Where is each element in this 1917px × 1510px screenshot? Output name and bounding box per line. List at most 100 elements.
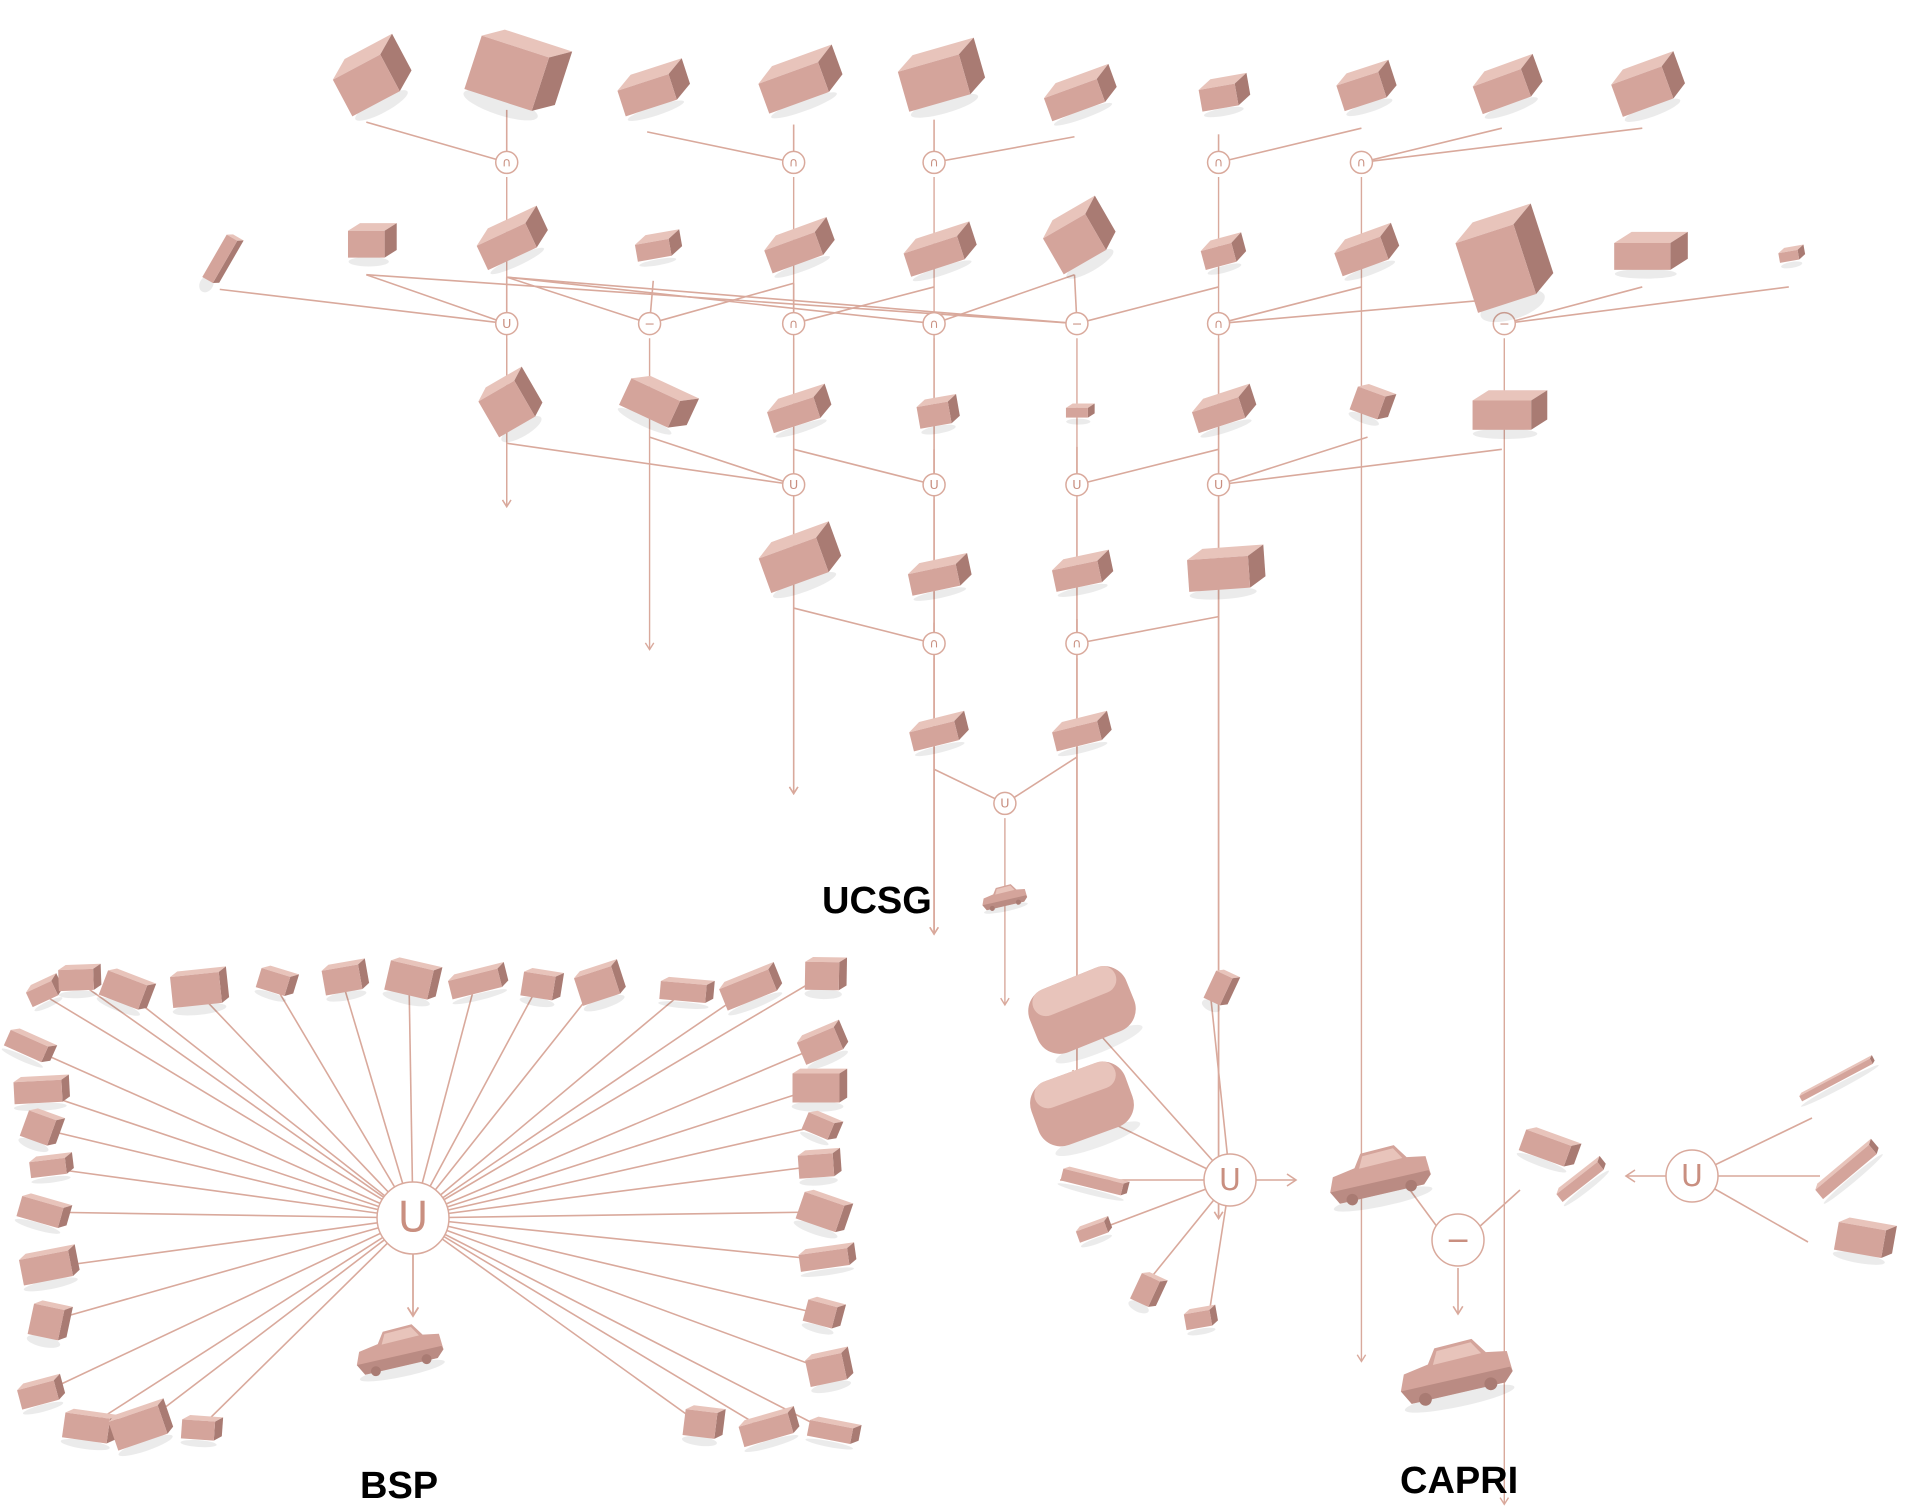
car-shadow [359, 1359, 445, 1382]
primitive-front [916, 401, 952, 429]
primitive-front [1334, 236, 1389, 277]
primitive-top [182, 1415, 224, 1422]
primitive-side [831, 1304, 847, 1329]
primitive-front [18, 1250, 74, 1286]
primitive-side [427, 967, 443, 1000]
primitive-shadow [627, 100, 684, 121]
operator-node: U [993, 791, 1017, 816]
capri-edge [1477, 1189, 1521, 1229]
primitive-front [804, 961, 840, 991]
primitive-shadow [1, 1048, 43, 1068]
primitive-side [525, 205, 548, 248]
bsp-label: BSP [360, 1465, 439, 1507]
primitive-top [573, 959, 617, 979]
primitive-side [768, 961, 783, 991]
primitive-front [1472, 400, 1532, 430]
car-wheel [370, 1366, 381, 1377]
primitive-side [714, 1409, 726, 1439]
primitive-top [13, 1074, 69, 1083]
primitive-side [947, 394, 960, 424]
primitive-top [29, 1152, 72, 1163]
bsp-edge [25, 1045, 414, 1219]
operator-node: − [1065, 311, 1089, 336]
primitive-front [58, 968, 94, 992]
tree-edge [1361, 127, 1643, 164]
primitive-shadow [913, 587, 967, 601]
primitive-side [818, 44, 843, 92]
primitive-side [384, 223, 397, 258]
primitive-side [61, 1074, 70, 1102]
primitive-front [758, 537, 829, 593]
primitive-side [705, 980, 715, 1003]
bsp-primitive [798, 1242, 857, 1277]
primitive-top [108, 1398, 164, 1423]
primitive-front [1075, 1221, 1109, 1243]
bsp-primitive [791, 1068, 848, 1112]
bsp-primitive [1, 1028, 58, 1068]
operator-circle [781, 472, 806, 497]
operator-circle [494, 150, 519, 175]
ucsg-result-car [982, 884, 1028, 914]
primitive-side [358, 958, 370, 990]
primitive-shadow [807, 1050, 848, 1070]
bsp-primitive [796, 1019, 849, 1070]
primitive-top [332, 33, 393, 80]
bsp-primitive [26, 1300, 73, 1348]
primitive-front [1187, 555, 1251, 592]
primitive-shadow [23, 1277, 78, 1292]
primitive-shadow [800, 1131, 829, 1146]
operator-node: − [1431, 1213, 1485, 1267]
tree-edge [1218, 286, 1362, 325]
primitive-front [1200, 242, 1237, 270]
car-wheel [1419, 1392, 1432, 1406]
primitive-top [1799, 1055, 1872, 1097]
bsp-primitive [573, 959, 626, 1012]
primitive-top [617, 58, 682, 91]
primitive-side [1868, 1138, 1879, 1155]
primitive-top [1472, 390, 1548, 401]
primitive-side [1234, 72, 1251, 106]
primitive-shadow [811, 1380, 852, 1394]
tree-edge [1504, 286, 1643, 325]
primitive-front [682, 1409, 718, 1439]
car-roof [1359, 1148, 1403, 1169]
primitive-shadow [1614, 269, 1677, 279]
primitive-side [954, 710, 969, 741]
bsp-edge [412, 1217, 701, 1425]
primitive-side [841, 1346, 854, 1380]
primitive-shadow [1832, 1251, 1885, 1265]
primitive-side [1097, 710, 1112, 741]
primitive-front [634, 238, 672, 262]
primitive-front [1052, 721, 1102, 752]
primitive-shadow [800, 1267, 854, 1277]
primitive-side [1513, 203, 1554, 295]
ucsg-primitive [897, 37, 986, 118]
bsp-edge [412, 1087, 817, 1219]
primitive-shadow [254, 989, 287, 1002]
primitive-shadow [463, 89, 538, 121]
operator-node: ∩ [1206, 311, 1231, 336]
tree-edge [366, 121, 507, 164]
primitive-shadow [1057, 741, 1108, 757]
primitive-top [1051, 549, 1109, 571]
primitive-front [1556, 1162, 1604, 1202]
primitive-front [27, 1303, 65, 1341]
primitive-side [668, 58, 691, 100]
primitive-front [795, 1191, 845, 1233]
primitive-shadow [1344, 260, 1396, 281]
car-wheel [1405, 1179, 1417, 1192]
primitive-side [1670, 231, 1688, 270]
operator-node: ∩ [781, 150, 806, 175]
bsp-primitive [805, 1346, 854, 1394]
primitive-shadow [180, 1439, 217, 1448]
operator-symbol: U [1072, 477, 1081, 492]
primitive-top [447, 961, 504, 981]
primitive-side [57, 1306, 73, 1341]
operator-node: ∩ [922, 631, 946, 656]
primitive-front [806, 1419, 854, 1445]
operator-circle [1492, 311, 1517, 336]
capri-edge [1084, 1017, 1231, 1181]
primitive-top [764, 216, 827, 251]
operator-symbol: ∩ [789, 316, 798, 331]
arrow-head [1213, 1211, 1224, 1220]
